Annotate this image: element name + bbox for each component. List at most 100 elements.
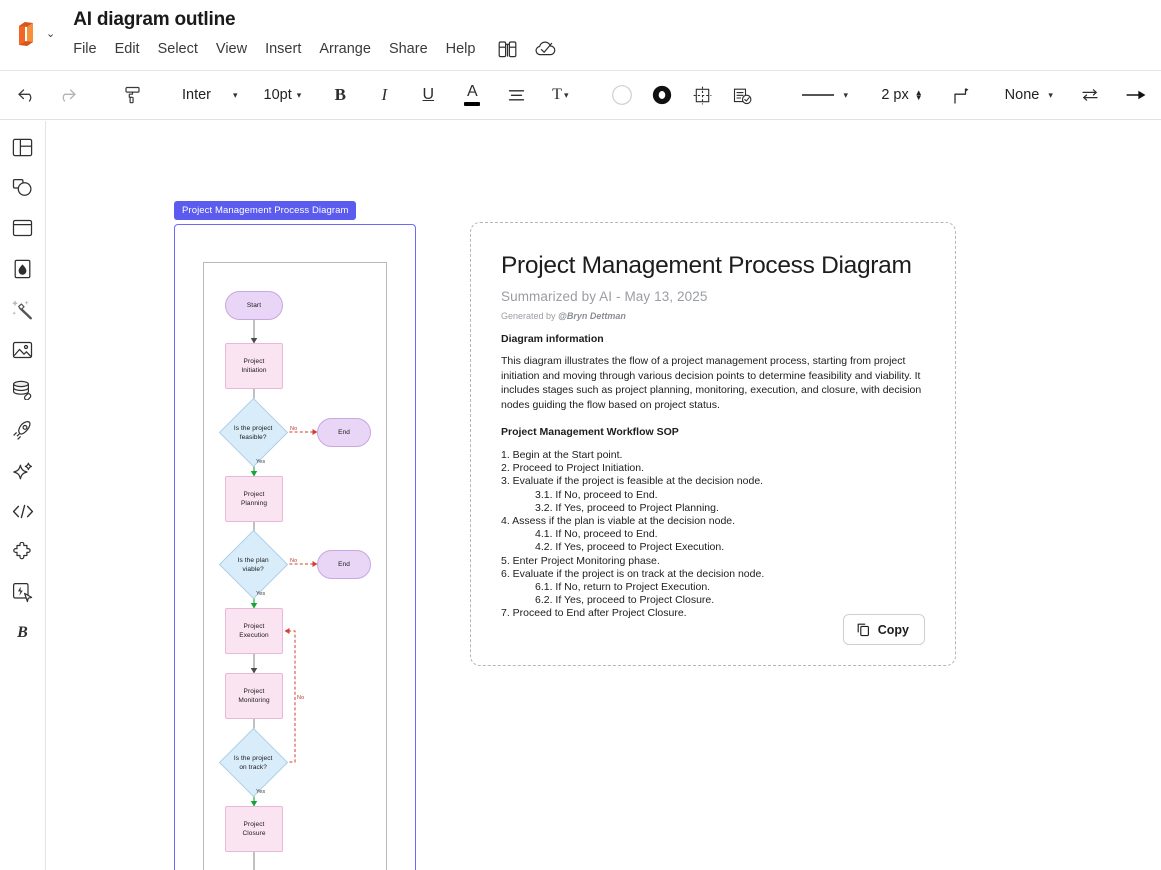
sidebar-image[interactable] — [7, 334, 39, 366]
redo-button[interactable] — [52, 80, 82, 110]
menu-view[interactable]: View — [215, 41, 248, 57]
line-route-button[interactable] — [947, 80, 977, 110]
note-button[interactable] — [727, 80, 757, 110]
line-width-value: 2 px — [881, 87, 909, 103]
font-color-letter: A — [466, 83, 478, 101]
font-color-button[interactable]: A — [457, 80, 487, 110]
list-item: 3. Evaluate if the project is feasible a… — [501, 475, 764, 488]
arrow-end-button[interactable] — [1121, 80, 1151, 110]
node-end-2[interactable]: End — [317, 550, 371, 579]
font-size-select[interactable]: 10pt ▾ — [258, 80, 308, 110]
copy-label: Copy — [877, 622, 909, 637]
shape-options-button[interactable] — [687, 80, 717, 110]
stepper-arrows-icon[interactable]: ▲▼ — [914, 88, 923, 102]
menu-bar: File Edit Select View Insert Arrange Sha… — [73, 36, 560, 62]
sidebar-actions[interactable] — [7, 577, 39, 609]
frame-title[interactable]: Project Management Process Diagram — [174, 201, 356, 220]
chevron-down-icon: ▾ — [233, 89, 238, 100]
font-family-select[interactable]: Inter ▾ — [176, 80, 244, 110]
sidebar-code[interactable] — [7, 496, 39, 528]
fill-solid-button[interactable] — [647, 80, 677, 110]
menu-share[interactable]: Share — [388, 41, 428, 57]
node-end-1[interactable]: End — [317, 418, 371, 447]
left-sidebar: B — [0, 121, 46, 870]
node-label: Is the plan viable? — [237, 556, 270, 573]
title-block: AI diagram outline File Edit Select View… — [73, 8, 560, 62]
sidebar-rocket[interactable] — [7, 415, 39, 447]
arrow-start-select[interactable]: None ▾ — [999, 80, 1059, 110]
list-item: 6. Evaluate if the project is on track a… — [501, 567, 765, 580]
list-item: 3.2. If Yes, proceed to Project Planning… — [535, 501, 719, 514]
sidebar-data[interactable] — [7, 374, 39, 406]
edge-label-no-2: No — [290, 558, 298, 564]
binoculars-icon[interactable] — [492, 36, 522, 62]
node-project-execution[interactable]: Project Execution — [225, 608, 283, 654]
menu-file[interactable]: File — [73, 41, 97, 57]
bold-button[interactable]: B — [334, 85, 346, 104]
edge-label-yes-1: Yes — [256, 459, 266, 465]
generated-author: @Bryn Dettman — [558, 311, 626, 321]
cloud-check-icon[interactable] — [530, 36, 560, 62]
generated-prefix: Generated by — [501, 311, 559, 321]
copy-button[interactable]: Copy — [842, 614, 925, 645]
ai-panel-title: Project Management Process Diagram — [501, 252, 912, 279]
node-label: Is the project feasible? — [234, 424, 273, 441]
sidebar-magic[interactable] — [7, 293, 39, 325]
node-start[interactable]: Start — [225, 291, 283, 320]
node-project-planning[interactable]: Project Planning — [225, 476, 283, 522]
node-label: Project Closure — [242, 821, 266, 837]
node-label: Start — [246, 302, 262, 309]
node-label: Is the project on track? — [234, 754, 273, 771]
menu-help[interactable]: Help — [445, 41, 476, 57]
text-options-button[interactable]: T ▾ — [545, 80, 575, 110]
underline-button[interactable]: U — [422, 86, 435, 103]
ai-summary-panel[interactable]: Project Management Process Diagram Summa… — [470, 222, 956, 666]
flip-arrow-button[interactable] — [1075, 80, 1105, 110]
menu-arrange[interactable]: Arrange — [319, 41, 371, 57]
list-item: 7. Proceed to End after Project Closure. — [501, 607, 687, 620]
format-painter-button[interactable] — [118, 80, 148, 110]
edge-label-yes-2: Yes — [256, 591, 266, 597]
list-item: 1. Begin at the Start point. — [501, 449, 623, 461]
line-width-stepper[interactable]: 2 px ▲▼ — [875, 80, 928, 110]
sidebar-ai[interactable] — [7, 455, 39, 487]
fill-none-button[interactable] — [607, 80, 637, 110]
sidebar-containers[interactable] — [7, 212, 39, 244]
node-label: End — [338, 561, 350, 568]
menu-select[interactable]: Select — [157, 41, 198, 57]
line-style-select[interactable]: ▾ — [795, 80, 853, 110]
arrow-start-value: None — [1004, 87, 1040, 103]
italic-button[interactable]: I — [381, 85, 388, 104]
diagram-information-heading: Diagram information — [501, 333, 604, 345]
node-project-monitoring[interactable]: Project Monitoring — [225, 673, 283, 719]
align-button[interactable] — [501, 80, 531, 110]
chevron-down-icon: ▾ — [843, 89, 849, 100]
sidebar-brand[interactable]: B — [7, 617, 39, 649]
text-options-letter: T — [552, 86, 562, 103]
lucid-logo-icon — [14, 20, 40, 48]
sidebar-shapes-panel[interactable] — [7, 131, 39, 163]
list-item: 5. Enter Project Monitoring phase. — [501, 554, 660, 567]
copy-icon — [856, 622, 871, 637]
node-label: Project Monitoring — [238, 688, 270, 704]
sidebar-shapes[interactable] — [7, 172, 39, 204]
node-project-closure[interactable]: Project Closure — [225, 806, 283, 852]
menu-insert[interactable]: Insert — [265, 41, 302, 57]
undo-button[interactable] — [12, 80, 42, 110]
canvas[interactable]: Project Management Process Diagram — [47, 121, 1161, 870]
menu-edit[interactable]: Edit — [114, 41, 140, 57]
app-logo-button[interactable]: ⌄ — [14, 20, 55, 48]
edge-label-no-1: No — [290, 426, 298, 432]
list-item: 4. Assess if the plan is viable at the d… — [501, 515, 736, 528]
sidebar-integrations[interactable] — [7, 536, 39, 568]
node-project-initiation[interactable]: Project Initiation — [225, 343, 283, 389]
list-item: 4.1. If No, proceed to End. — [535, 528, 658, 541]
top-bar: ⌄ AI diagram outline File Edit Select Vi… — [0, 0, 1161, 70]
sidebar-fill[interactable] — [7, 253, 39, 285]
document-title[interactable]: AI diagram outline — [73, 9, 236, 30]
sop-heading: Project Management Workflow SOP — [501, 426, 679, 438]
font-family-value: Inter — [182, 87, 212, 103]
copy-row: Copy — [842, 614, 925, 645]
ai-panel-generated-by: Generated by @Bryn Dettman — [501, 311, 925, 321]
